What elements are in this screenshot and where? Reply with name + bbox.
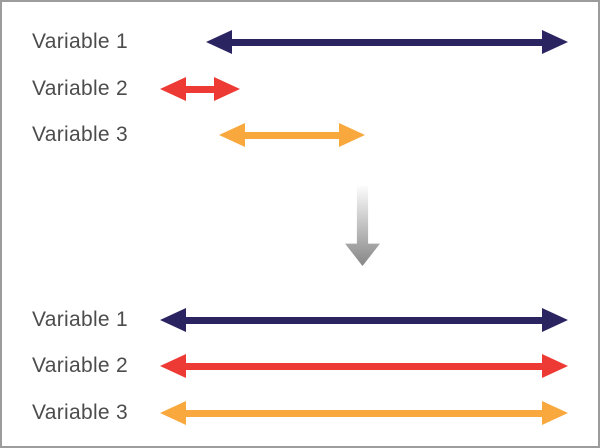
arrow-shaft (176, 316, 552, 324)
arrow-shaft (176, 362, 552, 370)
arrowhead-right-icon (542, 30, 568, 54)
range-arrow-variable-3-before (219, 123, 365, 147)
label-variable-2-after: Variable 2 (32, 354, 129, 377)
label-variable-1-after: Variable 1 (32, 308, 129, 331)
arrowhead-right-icon (542, 308, 568, 332)
label-variable-2-before: Variable 2 (32, 77, 129, 100)
range-arrow-variable-2-after (160, 354, 568, 378)
arrow-shaft (222, 38, 552, 46)
arrowhead-right-icon (542, 401, 568, 425)
range-arrow-variable-3-after (160, 401, 568, 425)
arrow-shaft (235, 131, 349, 139)
range-arrow-variable-1-before (206, 30, 568, 54)
label-variable-3-before: Variable 3 (32, 123, 129, 146)
arrowhead-right-icon (339, 123, 365, 147)
transform-down-arrow-icon (345, 186, 380, 266)
arrowhead-right-icon (214, 77, 240, 101)
arrow-shaft (176, 409, 552, 417)
label-variable-3-after: Variable 3 (32, 401, 129, 424)
arrow-shaft (176, 85, 224, 93)
range-arrow-variable-1-after (160, 308, 568, 332)
range-arrow-variable-2-before (160, 77, 240, 101)
label-variable-1-before: Variable 1 (32, 30, 129, 53)
arrowhead-right-icon (542, 354, 568, 378)
